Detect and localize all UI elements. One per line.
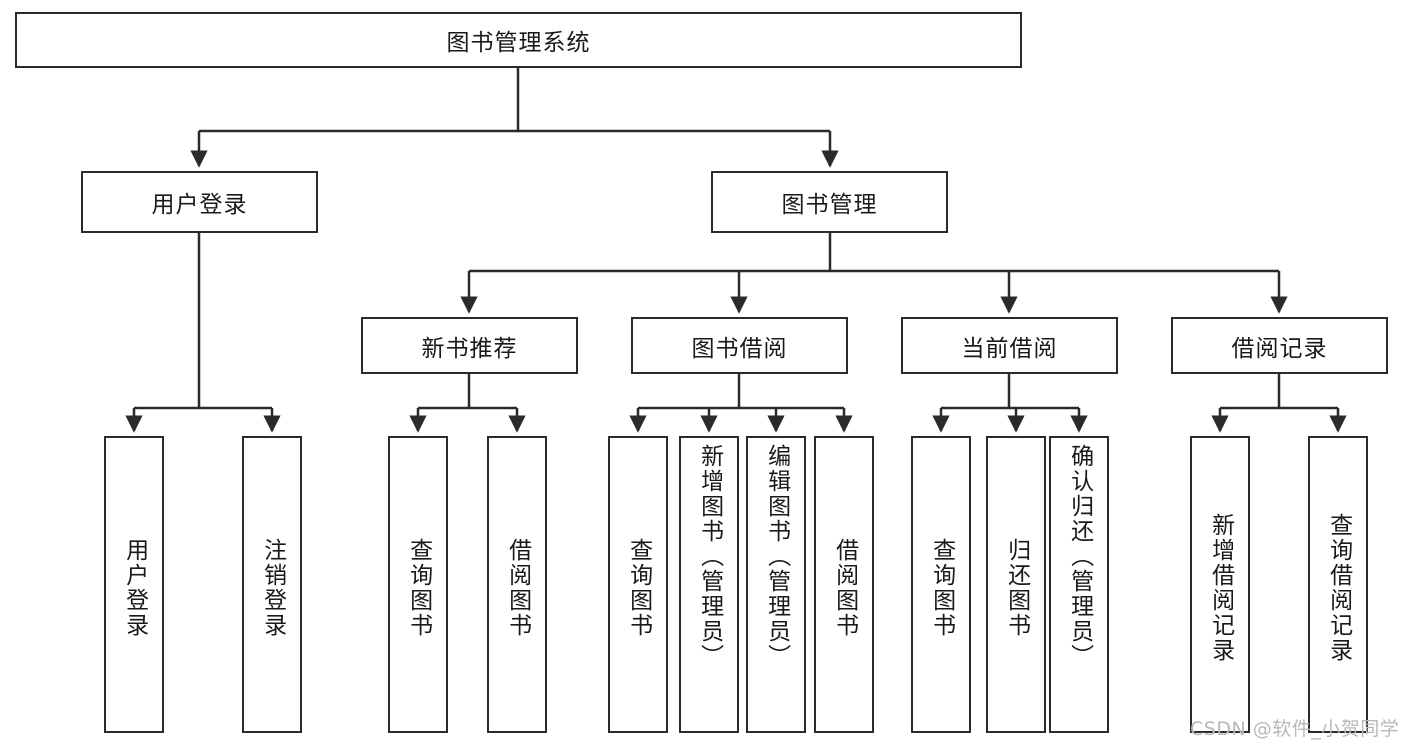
- node-leaf-return-book[interactable]: 归还图书: [986, 436, 1046, 733]
- node-leaf-borrow-book-1-label: 借阅图书: [504, 537, 531, 638]
- node-leaf-edit-book[interactable]: 编辑图书（管理员）: [746, 436, 806, 733]
- node-leaf-borrow-book-2[interactable]: 借阅图书: [814, 436, 874, 733]
- node-root[interactable]: 图书管理系统: [15, 12, 1022, 68]
- node-book-manage-label: 图书管理: [781, 192, 878, 218]
- node-leaf-borrow-book-2-label: 借阅图书: [831, 537, 858, 638]
- node-leaf-user-login[interactable]: 用户登录: [104, 436, 164, 733]
- node-user-login-label: 用户登录: [151, 192, 248, 218]
- node-leaf-query-book-2[interactable]: 查询图书: [608, 436, 668, 733]
- node-borrow-record-label: 借阅记录: [1231, 335, 1328, 362]
- node-book-manage[interactable]: 图书管理: [711, 171, 948, 233]
- node-leaf-edit-book-label: 编辑图书（管理员）: [763, 444, 790, 669]
- node-leaf-logout[interactable]: 注销登录: [242, 436, 302, 733]
- watermark-text: CSDN @软件_小贺同学: [1190, 718, 1400, 740]
- node-root-label: 图书管理系统: [446, 30, 591, 56]
- node-leaf-add-record[interactable]: 新增借阅记录: [1190, 436, 1250, 733]
- node-leaf-query-book-3[interactable]: 查询图书: [911, 436, 971, 733]
- node-new-book-rec[interactable]: 新书推荐: [361, 317, 578, 374]
- node-leaf-borrow-book-1[interactable]: 借阅图书: [487, 436, 547, 733]
- node-user-login[interactable]: 用户登录: [81, 171, 318, 233]
- node-leaf-query-book-3-label: 查询图书: [928, 537, 955, 638]
- node-leaf-query-book-1-label: 查询图书: [405, 537, 432, 638]
- node-leaf-confirm-return[interactable]: 确认归还（管理员）: [1049, 436, 1109, 733]
- node-current-borrow-label: 当前借阅: [961, 335, 1058, 362]
- node-borrow-record[interactable]: 借阅记录: [1171, 317, 1388, 374]
- node-leaf-query-record[interactable]: 查询借阅记录: [1308, 436, 1368, 733]
- node-leaf-add-record-label: 新增借阅记录: [1207, 512, 1234, 663]
- node-current-borrow[interactable]: 当前借阅: [901, 317, 1118, 374]
- node-leaf-user-login-label: 用户登录: [121, 537, 148, 638]
- node-leaf-logout-label: 注销登录: [259, 537, 286, 638]
- node-leaf-query-book-1[interactable]: 查询图书: [388, 436, 448, 733]
- node-leaf-add-book-label: 新增图书（管理员）: [696, 444, 723, 669]
- node-leaf-confirm-return-label: 确认归还（管理员）: [1066, 444, 1093, 669]
- node-leaf-add-book[interactable]: 新增图书（管理员）: [679, 436, 739, 733]
- node-new-book-rec-label: 新书推荐: [421, 335, 518, 362]
- node-book-borrow-label: 图书借阅: [691, 335, 788, 362]
- node-leaf-return-book-label: 归还图书: [1003, 537, 1030, 638]
- node-leaf-query-record-label: 查询借阅记录: [1325, 512, 1352, 663]
- node-leaf-query-book-2-label: 查询图书: [625, 537, 652, 638]
- node-book-borrow[interactable]: 图书借阅: [631, 317, 848, 374]
